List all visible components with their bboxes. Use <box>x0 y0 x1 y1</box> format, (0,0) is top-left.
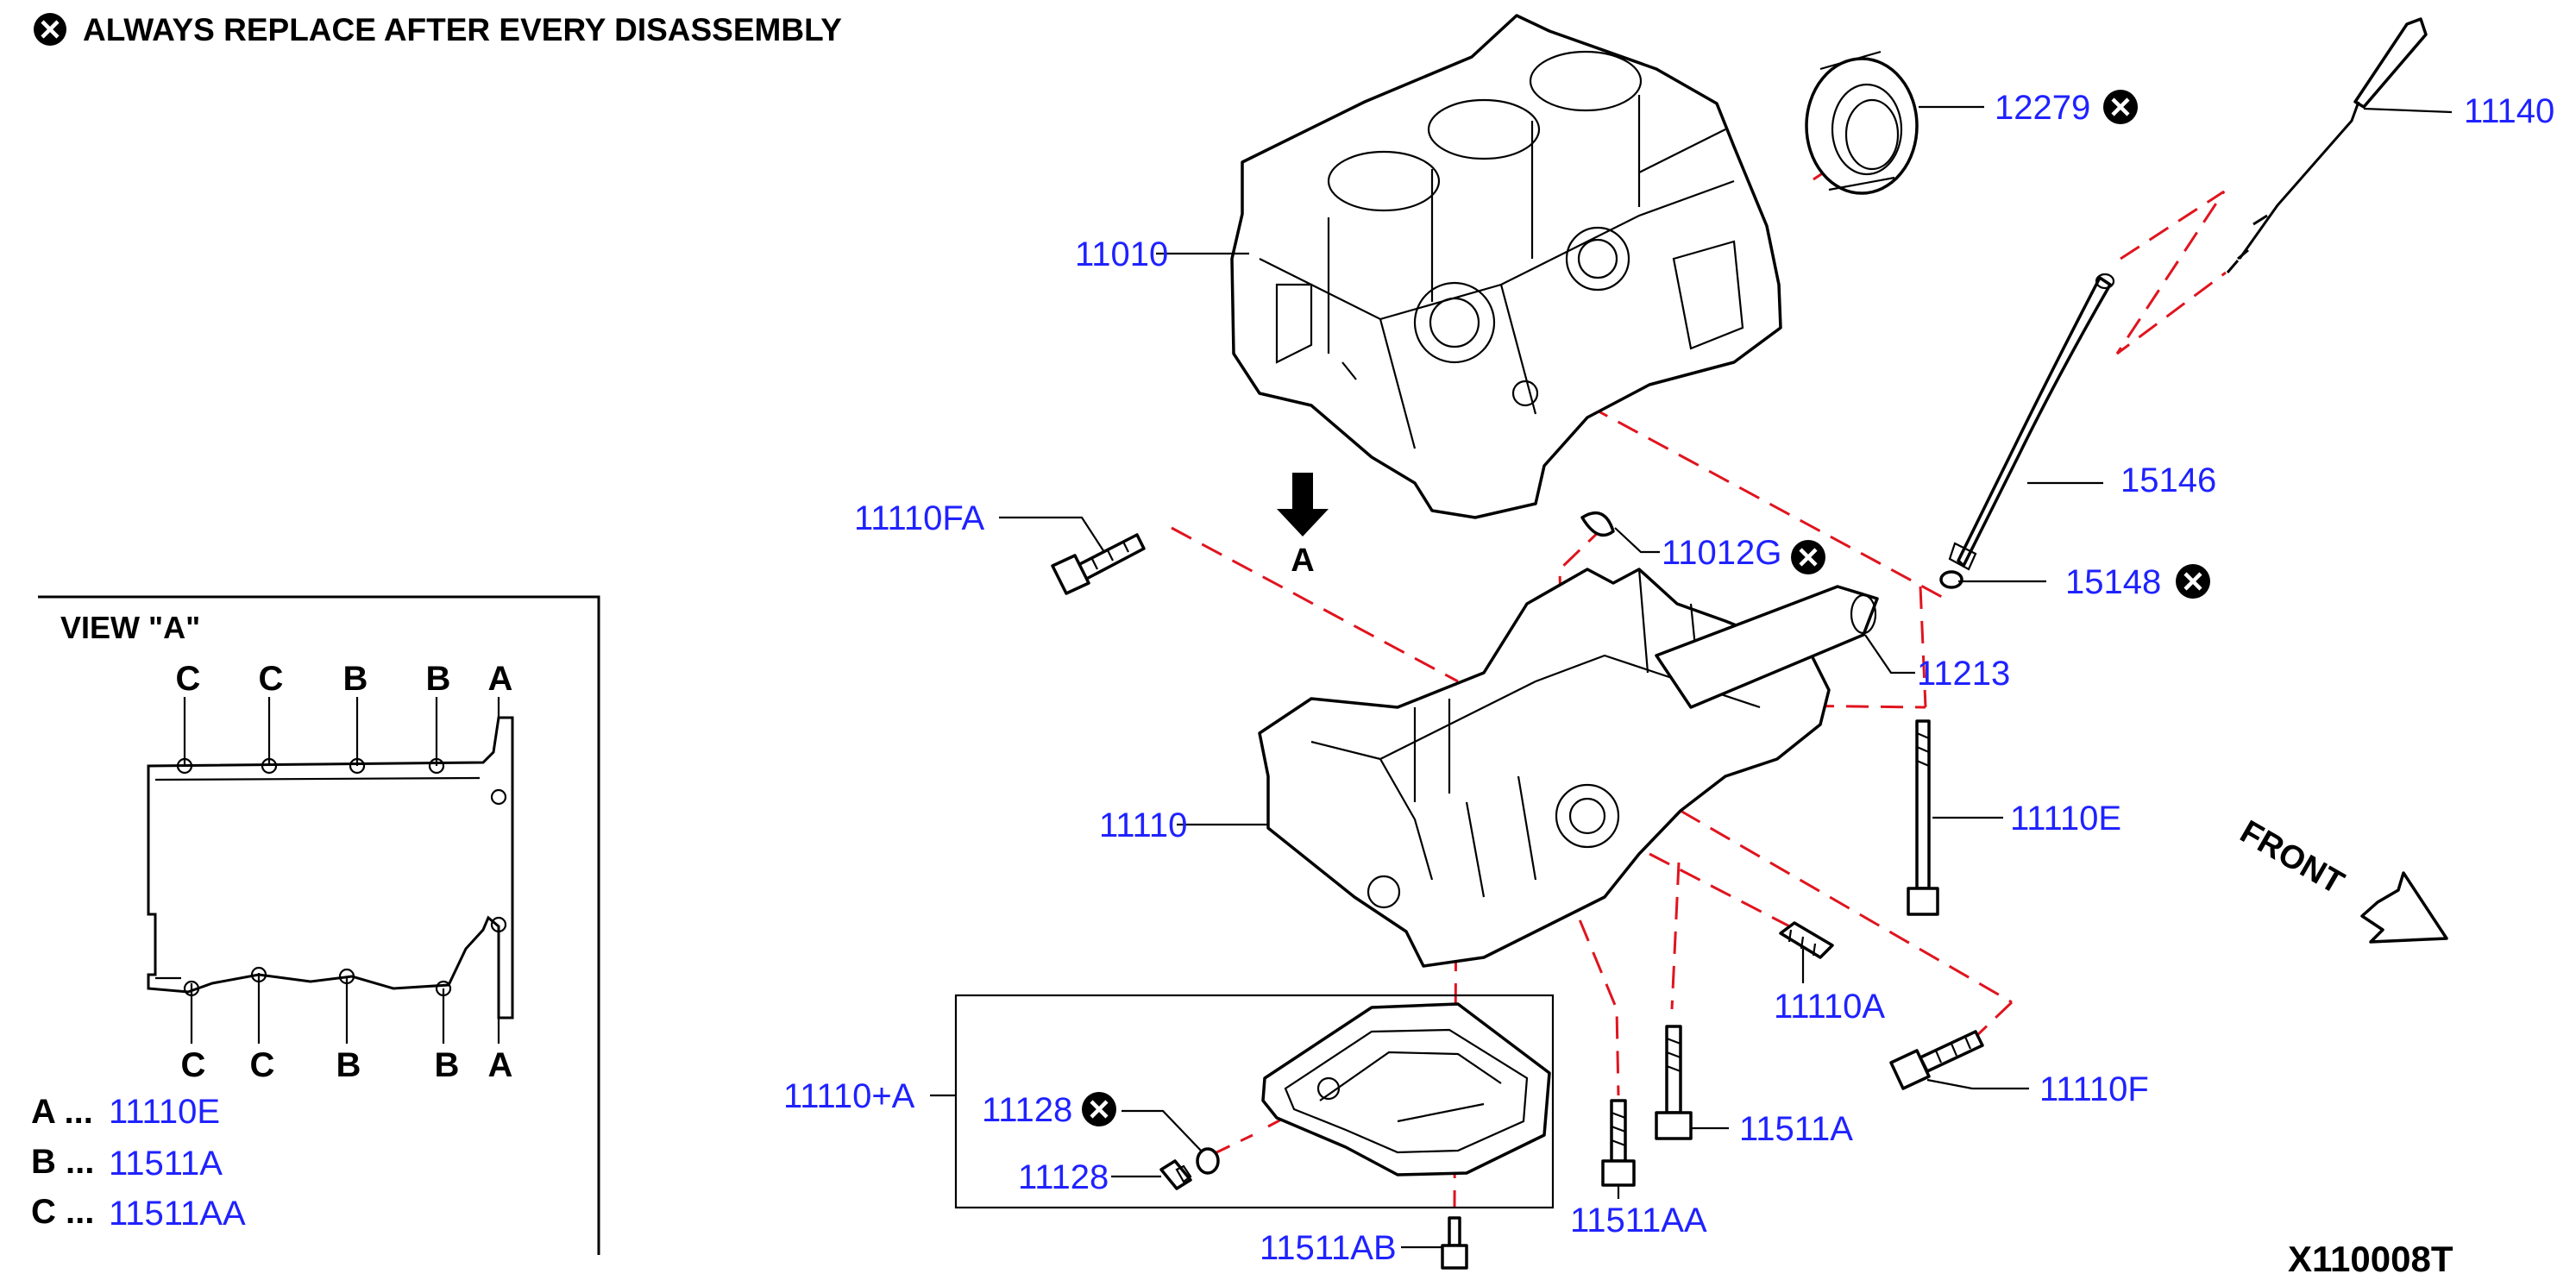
part-label-12279: 12279 <box>1995 89 2090 127</box>
view-top-letters: C C B B A <box>176 660 513 698</box>
view-a-panel: VIEW "A" C C B B A C C B <box>31 595 600 1255</box>
legend-letter: B ... <box>31 1143 94 1181</box>
gasket <box>1580 511 1615 537</box>
legend-letter: A ... <box>31 1093 93 1131</box>
part-label-11110a: 11110A <box>1774 988 1885 1026</box>
part-label-11213: 11213 <box>1917 655 2010 693</box>
drain-washer <box>1196 1147 1220 1175</box>
diagram-id: X110008T <box>2288 1239 2453 1279</box>
part-label-11511a: 11511A <box>1739 1110 1853 1148</box>
view-top-letter: C <box>259 660 284 698</box>
oil-level-gauge <box>2226 17 2428 273</box>
replace-mark-icon <box>1082 1092 1116 1126</box>
view-title: VIEW "A" <box>60 610 200 645</box>
replace-mark-icon <box>2176 564 2210 599</box>
part-label-11511aa: 11511AA <box>1570 1202 1707 1239</box>
view-bolt-holes <box>176 757 507 997</box>
view-bottom-letter: B <box>336 1046 361 1084</box>
bolt-11511a <box>1655 1025 1693 1140</box>
gauge-guide <box>1948 273 2115 571</box>
replace-note: ALWAYS REPLACE AFTER EVERY DISASSEMBLY <box>34 12 842 47</box>
view-top-letter: A <box>488 660 513 698</box>
view-bottom-letter: B <box>435 1046 460 1084</box>
replace-mark-icon <box>2103 90 2138 124</box>
view-bottom-letter: C <box>250 1046 275 1084</box>
part-label-11140: 11140 <box>2464 92 2554 130</box>
part-label-11110f: 11110F <box>2039 1070 2149 1108</box>
legend-part: 11511A <box>109 1145 223 1183</box>
replace-mark-icon <box>1791 540 1825 574</box>
header-note: ALWAYS REPLACE AFTER EVERY DISASSEMBLY <box>83 12 842 47</box>
view-top-letter: B <box>426 660 451 698</box>
view-top-letter: B <box>343 660 368 698</box>
part-label-11128: 11128 <box>1018 1158 1109 1196</box>
stud-11110a <box>1779 921 1834 959</box>
view-bottom-letter: C <box>181 1046 206 1084</box>
part-label-15146: 15146 <box>2120 461 2216 499</box>
bolt-11511aa <box>1601 1099 1636 1187</box>
part-label-15148: 15148 <box>2065 563 2161 601</box>
replace-mark-icon <box>34 13 66 46</box>
bolt-11110fa <box>1051 533 1146 595</box>
view-legend: A ... 11110E B ... 11511A C ... 11511AA <box>31 1093 246 1233</box>
part-label-11110fa: 11110FA <box>854 499 985 537</box>
legend-letter: C ... <box>31 1193 94 1231</box>
cylinder-block <box>1230 14 1782 519</box>
view-bottom-letters: C C B B A <box>181 1046 513 1084</box>
front-indicator: FRONT <box>2234 813 2448 944</box>
drain-plug <box>1159 1159 1192 1190</box>
part-label-11012g: 11012G <box>1662 534 1781 572</box>
baffle-tube <box>1655 585 1879 709</box>
view-arrow: A <box>1277 473 1329 579</box>
legend-part: 11110E <box>109 1093 220 1131</box>
part-label-11110-plus-a: 11110+A <box>783 1077 915 1115</box>
part-labels: 11010 12279 11140 15146 15148 11110FA 11… <box>783 89 2554 1267</box>
part-label-11110e: 11110E <box>2010 800 2121 838</box>
legend-part: 11511AA <box>109 1195 246 1233</box>
front-arrow-icon <box>2360 871 2448 944</box>
oil-seal <box>1805 50 1919 195</box>
part-label-11511ab: 11511AB <box>1260 1229 1397 1267</box>
leader-lines <box>930 105 2453 1249</box>
view-arrow-label: A <box>1291 543 1314 579</box>
bolt-11511ab <box>1441 1216 1468 1270</box>
view-top-letter: C <box>176 660 201 698</box>
bolt-11110e <box>1907 719 1939 916</box>
oil-pan-box <box>954 994 1555 1209</box>
view-bottom-letter: A <box>488 1046 513 1084</box>
part-label-11010: 11010 <box>1075 235 1168 273</box>
o-ring <box>1939 570 1963 589</box>
part-label-11110: 11110 <box>1099 806 1187 844</box>
front-label: FRONT <box>2234 813 2350 901</box>
bolt-11110f <box>1889 1030 1984 1090</box>
part-label-11128: 11128 <box>982 1091 1072 1129</box>
